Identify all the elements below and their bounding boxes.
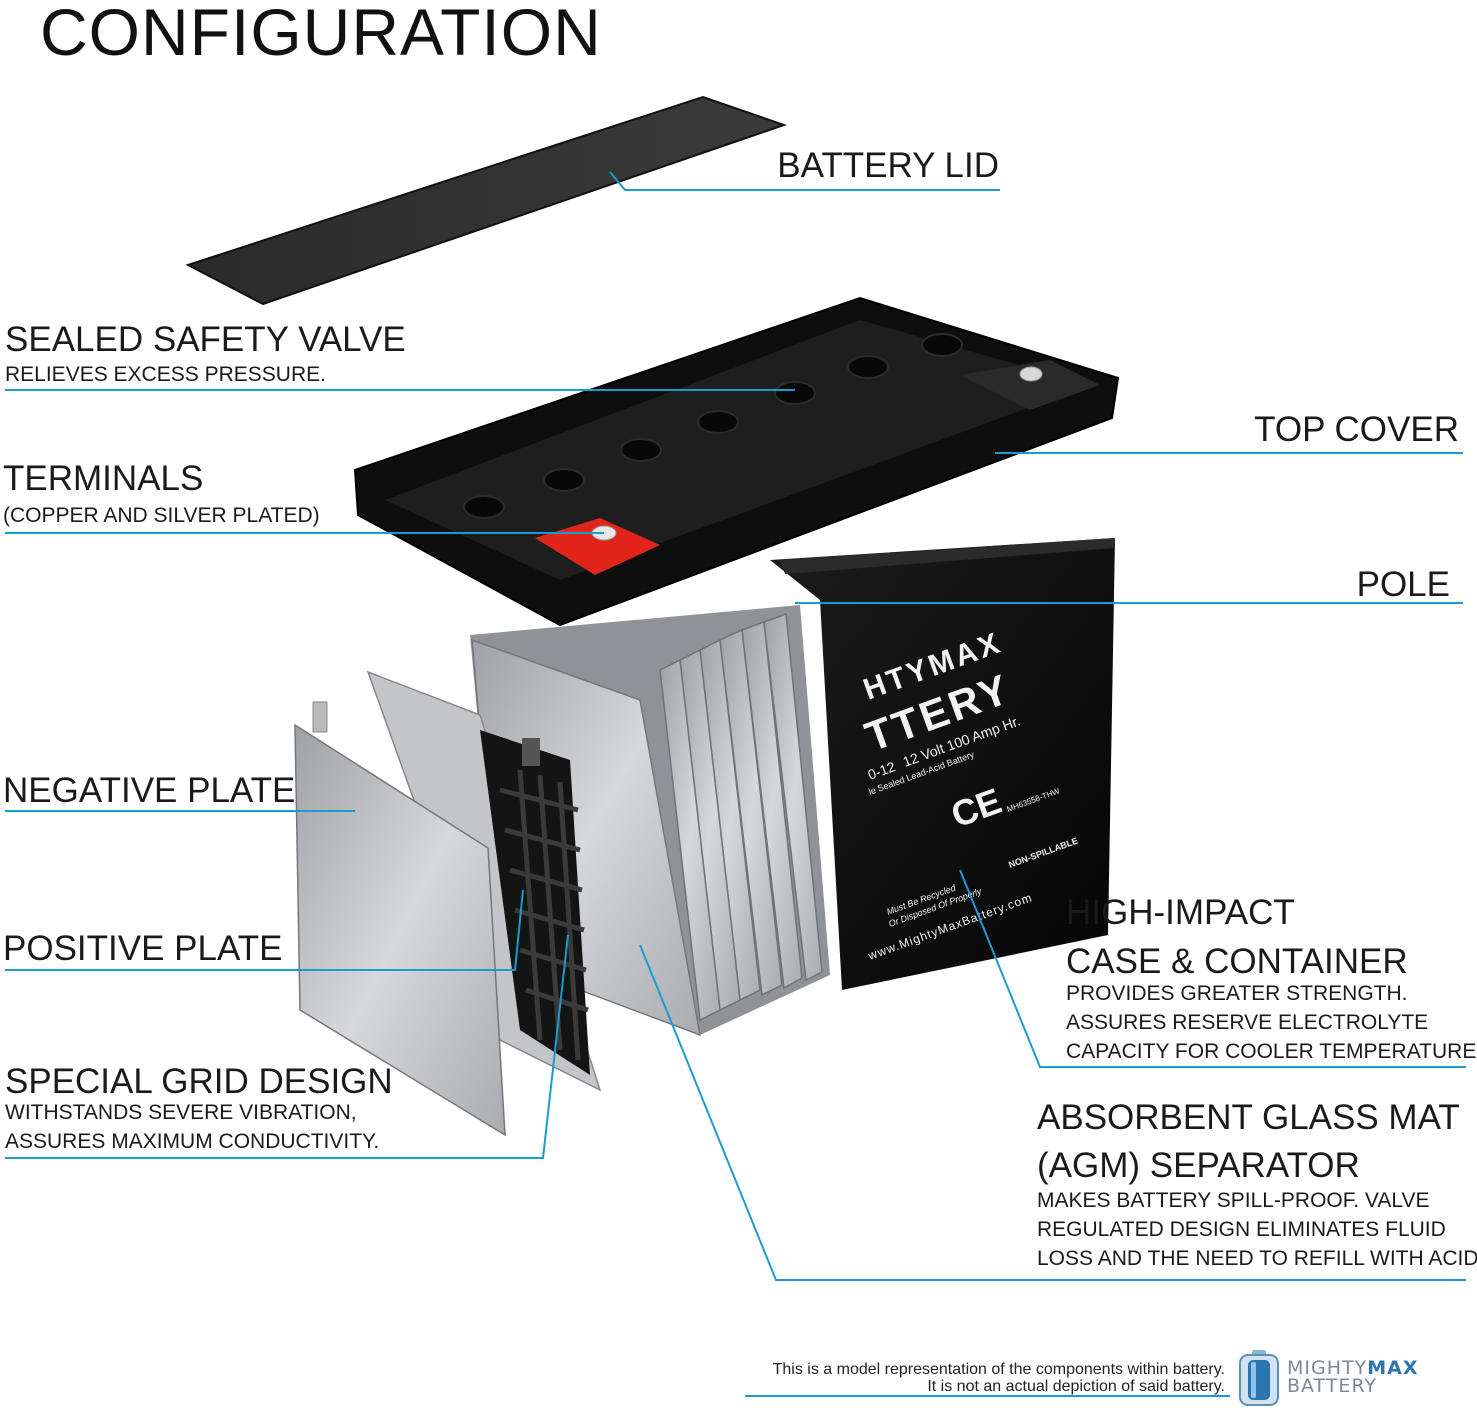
logo-word-mighty: MIGHTY [1287, 1357, 1368, 1379]
label-grid-design-desc-1: WITHSTANDS SEVERE VIBRATION, [5, 1101, 357, 1124]
label-battery-lid: BATTERY LID [777, 146, 999, 185]
label-safety-valve-desc: RELIEVES EXCESS PRESSURE. [5, 363, 326, 386]
logo-word-battery: BATTERY [1287, 1375, 1378, 1397]
top-cover [353, 296, 1120, 627]
battery-logo-icon [1239, 1350, 1279, 1406]
page-title: CONFIGURATION [40, 0, 602, 69]
battery-lid [185, 95, 788, 306]
label-case-desc-3: CAPACITY FOR COOLER TEMPERATURES. [1066, 1040, 1477, 1063]
logo-word-max: MAX [1367, 1357, 1419, 1379]
footer-disclaimer-2: It is not an actual depiction of said ba… [927, 1378, 1225, 1395]
footer-logo-text: MIGHTYMAX [1287, 1357, 1419, 1379]
label-agm-title-2: (AGM) SEPARATOR [1037, 1146, 1360, 1185]
battery-case [770, 538, 1115, 990]
label-case-desc-1: PROVIDES GREATER STRENGTH. [1066, 982, 1408, 1005]
label-case-title-1: HIGH-IMPACT [1066, 893, 1295, 932]
label-agm-desc-1: MAKES BATTERY SPILL-PROOF. VALVE [1037, 1189, 1430, 1212]
label-top-cover: TOP COVER [1254, 410, 1459, 449]
label-grid-design: SPECIAL GRID DESIGN [5, 1062, 393, 1101]
label-grid-design-desc-2: ASSURES MAXIMUM CONDUCTIVITY. [5, 1130, 380, 1153]
label-agm-title-1: ABSORBENT GLASS MAT [1037, 1098, 1460, 1137]
label-positive-plate: POSITIVE PLATE [3, 929, 283, 968]
label-agm-desc-2: REGULATED DESIGN ELIMINATES FLUID [1037, 1218, 1446, 1241]
label-negative-plate: NEGATIVE PLATE [3, 771, 296, 810]
label-safety-valve: SEALED SAFETY VALVE [5, 320, 406, 359]
footer-disclaimer-1: This is a model representation of the co… [772, 1361, 1225, 1378]
leader-lines [5, 171, 1466, 1397]
negative-plate [294, 723, 506, 1137]
label-agm-desc-3: LOSS AND THE NEED TO REFILL WITH ACID. [1037, 1247, 1477, 1270]
label-terminals: TERMINALS [3, 459, 204, 498]
label-case-desc-2: ASSURES RESERVE ELECTROLYTE [1066, 1011, 1429, 1034]
label-pole: POLE [1356, 565, 1450, 604]
label-case-title-2: CASE & CONTAINER [1066, 942, 1408, 981]
label-terminals-desc: (COPPER AND SILVER PLATED) [3, 504, 320, 527]
